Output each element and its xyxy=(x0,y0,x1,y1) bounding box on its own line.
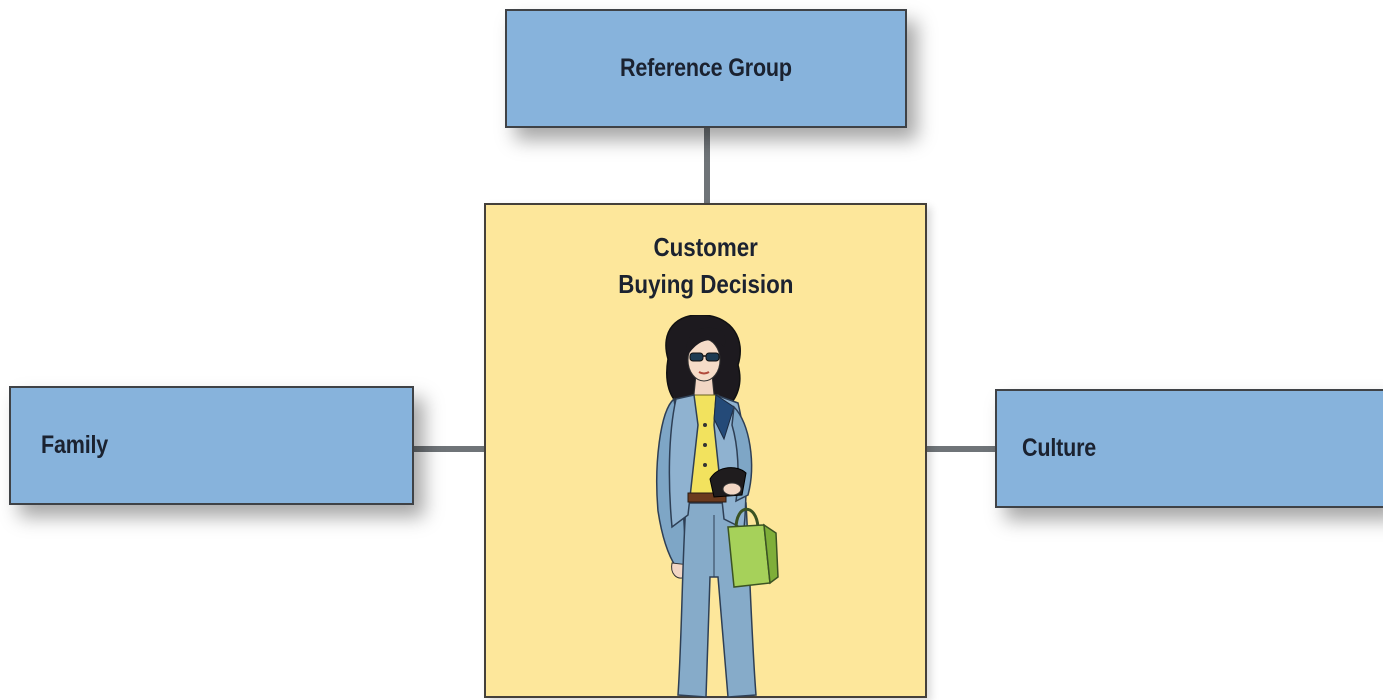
family-label: Family xyxy=(41,431,109,459)
connector-left xyxy=(412,446,486,452)
customer-buying-decision-box: Customer Buying Decision xyxy=(484,203,927,698)
reference-group-label: Reference Group xyxy=(620,54,792,82)
connector-top xyxy=(704,126,710,205)
center-title-line-1: Customer xyxy=(653,232,758,262)
culture-label: Culture xyxy=(1022,434,1097,462)
family-box: Family xyxy=(9,386,414,505)
center-title-line-2: Buying Decision xyxy=(617,269,794,299)
reference-group-box: Reference Group xyxy=(505,9,907,128)
culture-box: Culture xyxy=(995,389,1383,508)
connector-right xyxy=(925,446,997,452)
woman-shopper-icon xyxy=(656,315,779,698)
